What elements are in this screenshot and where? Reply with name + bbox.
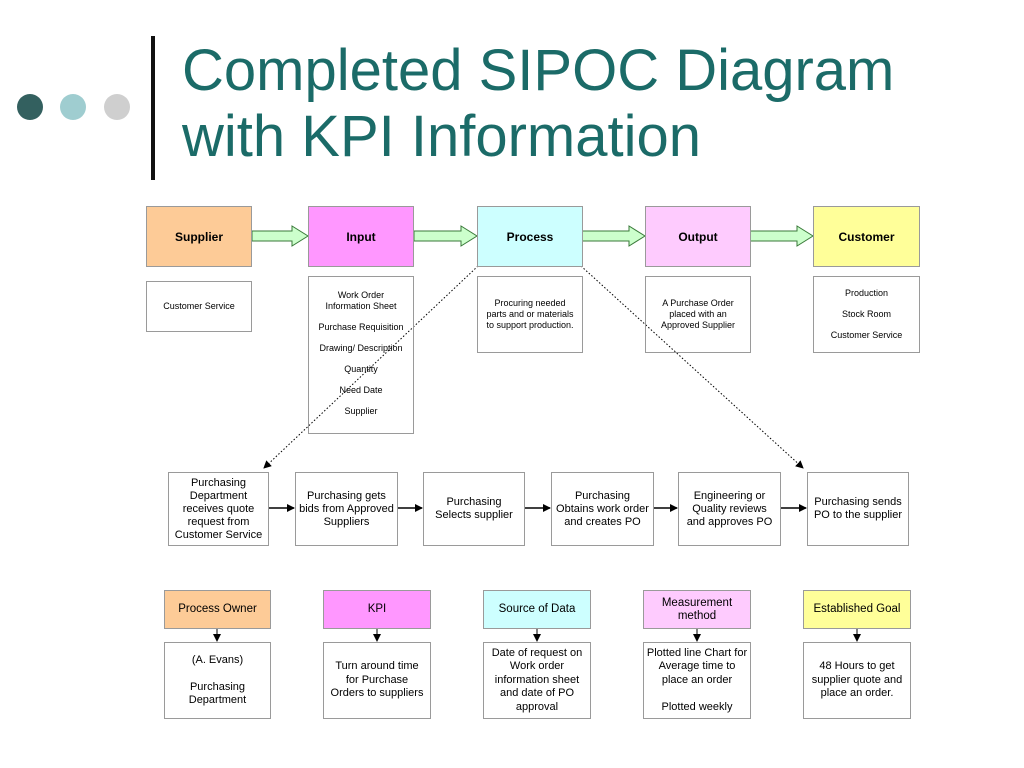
process-step-5-text: Engineering or Quality reviews and appro…	[686, 489, 773, 528]
sipoc-input-details: Work Order Information Sheet Purchase Re…	[308, 276, 414, 434]
input-detail-1: Purchase Requisition	[318, 322, 404, 332]
kpi-value-measurement-method-text: Plotted line Chart for Average time to p…	[646, 646, 748, 713]
process-step-1: Purchasing Department receives quote req…	[168, 472, 269, 546]
process-step-5: Engineering or Quality reviews and appro…	[678, 472, 781, 546]
sipoc-customer-details: Production Stock Room Customer Service	[813, 276, 920, 353]
sipoc-supplier-label: Supplier	[174, 229, 223, 244]
sipoc-arrow-1	[251, 225, 309, 247]
sipoc-output-label: Output	[678, 229, 718, 244]
sipoc-arrow-4	[749, 225, 814, 247]
supplier-detail-0: Customer Service	[163, 301, 235, 311]
sipoc-process-details: Procuring needed parts and or materials …	[477, 276, 583, 353]
kpi-header-process-owner: Process Owner	[164, 590, 271, 629]
input-detail-2: Drawing/ Description	[319, 343, 403, 353]
title-line-2: with KPI Information	[182, 104, 701, 169]
decor-dot-2	[60, 94, 86, 120]
input-detail-0: Work Order Information Sheet	[325, 290, 397, 311]
kpi-value-source-of-data-text: Date of request on Work order informatio…	[491, 646, 583, 713]
sipoc-process-label: Process	[506, 229, 554, 244]
sipoc-output-header: Output	[645, 206, 751, 267]
process-step-6-text: Purchasing sends PO to the supplier	[813, 496, 903, 521]
kpi-header-kpi: KPI	[323, 590, 431, 629]
title-divider	[151, 36, 155, 180]
sipoc-input-label: Input	[346, 229, 376, 244]
kpi-header-process-owner-label: Process Owner	[178, 603, 257, 615]
kpi-header-kpi-label: KPI	[367, 603, 387, 615]
input-detail-3: Quantity	[344, 364, 378, 374]
kpi-value-source-of-data: Date of request on Work order informatio…	[483, 642, 591, 719]
slide-title: Completed SIPOC Diagram with KPI Informa…	[182, 38, 894, 170]
customer-detail-0: Production	[844, 288, 889, 298]
customer-detail-2: Customer Service	[830, 330, 903, 340]
process-step-4-text: Purchasing Obtains work order and create…	[556, 489, 649, 528]
customer-detail-1: Stock Room	[841, 309, 892, 319]
process-step-6: Purchasing sends PO to the supplier	[807, 472, 909, 546]
kpi-value-measurement-method: Plotted line Chart for Average time to p…	[643, 642, 751, 719]
process-step-3-text: Purchasing Selects supplier	[435, 496, 513, 521]
sipoc-output-details: A Purchase Order placed with an Approved…	[645, 276, 751, 353]
process-detail: Procuring needed parts and or materials …	[486, 298, 574, 330]
kpi-value-process-owner: (A. Evans) Purchasing Department	[164, 642, 271, 719]
kpi-value-kpi: Turn around time for Purchase Orders to …	[323, 642, 431, 719]
decor-dot-3	[104, 94, 130, 120]
process-step-2: Purchasing gets bids from Approved Suppl…	[295, 472, 398, 546]
kpi-header-source-of-data-label: Source of Data	[498, 603, 576, 615]
sipoc-arrow-2	[413, 225, 478, 247]
kpi-header-measurement-method: Measurement method	[643, 590, 751, 629]
process-step-3: Purchasing Selects supplier	[423, 472, 525, 546]
kpi-header-measurement-method-label: Measurement method	[661, 596, 733, 622]
process-step-2-text: Purchasing gets bids from Approved Suppl…	[299, 489, 394, 528]
kpi-value-process-owner-text: (A. Evans) Purchasing Department	[188, 653, 247, 707]
process-step-1-text: Purchasing Department receives quote req…	[174, 476, 263, 541]
kpi-header-established-goal: Established Goal	[803, 590, 911, 629]
sipoc-customer-header: Customer	[813, 206, 920, 267]
sipoc-supplier-header: Supplier	[146, 206, 252, 267]
kpi-header-source-of-data: Source of Data	[483, 590, 591, 629]
kpi-header-established-goal-label: Established Goal	[813, 603, 901, 615]
kpi-value-established-goal: 48 Hours to get supplier quote and place…	[803, 642, 911, 719]
title-line-1: Completed SIPOC Diagram	[182, 38, 895, 103]
input-detail-5: Supplier	[344, 406, 378, 416]
sipoc-supplier-details: Customer Service	[146, 281, 252, 332]
sipoc-input-header: Input	[308, 206, 414, 267]
input-detail-4: Need Date	[339, 385, 383, 395]
output-detail: A Purchase Order placed with an Approved…	[660, 298, 736, 330]
kpi-value-established-goal-text: 48 Hours to get supplier quote and place…	[811, 660, 903, 700]
decor-dot-1	[17, 94, 43, 120]
kpi-value-kpi-text: Turn around time for Purchase Orders to …	[330, 660, 424, 700]
sipoc-process-header: Process	[477, 206, 583, 267]
process-step-4: Purchasing Obtains work order and create…	[551, 472, 654, 546]
sipoc-customer-label: Customer	[838, 229, 895, 244]
sipoc-arrow-3	[581, 225, 646, 247]
